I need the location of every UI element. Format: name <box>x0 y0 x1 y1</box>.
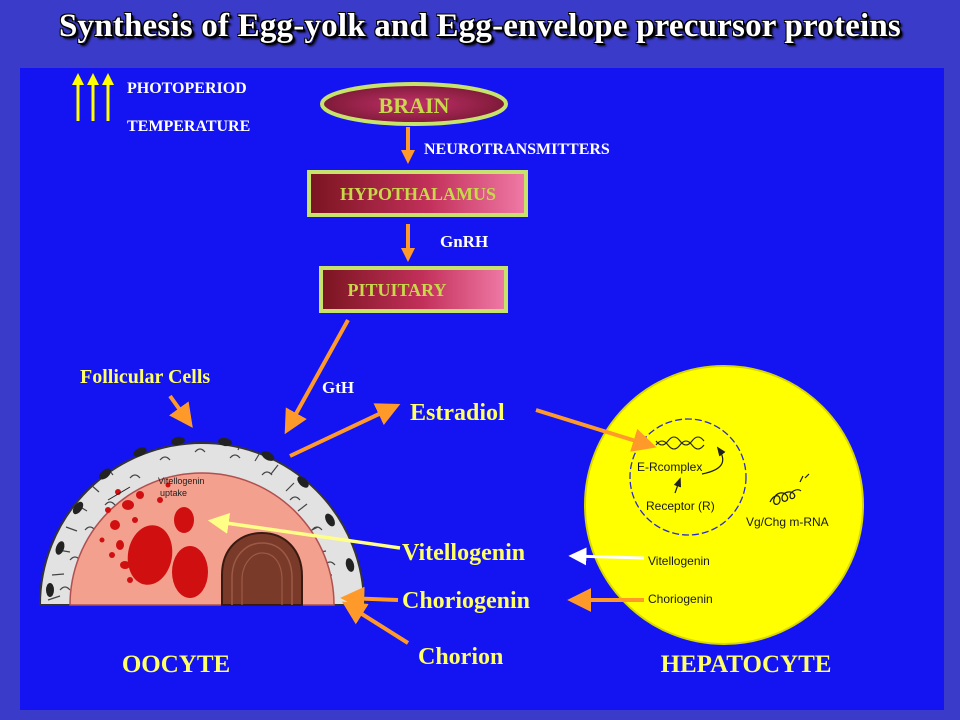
arrow-chorion-oocyte <box>341 601 410 645</box>
arrow-follicular-cells <box>168 394 193 428</box>
temperature-label: TEMPERATURE <box>127 118 250 135</box>
brain-ellipse <box>320 82 508 126</box>
arrow-gth <box>284 319 350 435</box>
er-to-mrna-arrow <box>701 446 726 475</box>
hepatocyte-nucleus <box>629 418 747 536</box>
dna-helix-icon <box>655 436 705 450</box>
arrow-vitellogenin-oocyte <box>207 512 401 550</box>
arrow-hepatocyte-vitellogenin <box>568 547 645 566</box>
hepatocyte-vitellogenin-label: Vitellogenin <box>648 554 710 568</box>
neurotransmitters-label: NEUROTRANSMITTERS <box>424 141 610 158</box>
mrna-label: Vg/Chg m-RNA <box>746 515 829 529</box>
arrow-choriogenin-oocyte <box>340 586 399 611</box>
hepatocyte-label: HEPATOCYTE <box>661 651 832 678</box>
mrna-coil-icon <box>769 473 810 505</box>
hypothalamus-box <box>307 170 528 217</box>
pituitary-box <box>319 266 508 313</box>
chorion-label: Chorion <box>418 644 503 670</box>
choriogenin-label: Choriogenin <box>402 588 530 614</box>
er-complex-label: E-Rcomplex <box>637 460 702 474</box>
photoperiod-label: PHOTOPERIOD <box>127 80 247 97</box>
hepatocyte-choriogenin-label: Choriogenin <box>648 592 713 606</box>
vitellogenin-uptake-label-1: Vitellogenin <box>158 476 204 486</box>
uptake-pointer-icon <box>107 486 131 501</box>
vitellogenin-uptake-label-2: uptake <box>160 488 187 498</box>
hepatocyte-cell <box>584 365 864 645</box>
receptor-label: Receptor (R) <box>646 499 715 513</box>
environment-arrows-icon <box>72 73 114 121</box>
arrow-estradiol-hepatocyte <box>535 408 657 452</box>
receptor-to-er-arrow <box>673 477 682 494</box>
oocyte-label: OOCYTE <box>122 651 230 678</box>
follicular-cells-label: Follicular Cells <box>80 366 210 388</box>
arrow-brain-hypothalamus <box>401 127 415 164</box>
brain-label: BRAIN <box>379 93 450 118</box>
pituitary-label: PITUITARY <box>347 280 446 300</box>
slide-title: Synthesis of Egg-yolk and Egg-envelope p… <box>59 8 901 44</box>
gnrh-label: GnRH <box>440 232 488 251</box>
oocyte-illustration <box>38 436 366 606</box>
gth-label: GtH <box>322 378 354 397</box>
arrow-hypothalamus-pituitary <box>401 224 415 262</box>
vitellogenin-label: Vitellogenin <box>402 540 525 566</box>
estradiol-label: Estradiol <box>410 400 505 426</box>
arrow-oocyte-estradiol <box>289 403 401 458</box>
hypothalamus-label: HYPOTHALAMUS <box>340 184 496 204</box>
